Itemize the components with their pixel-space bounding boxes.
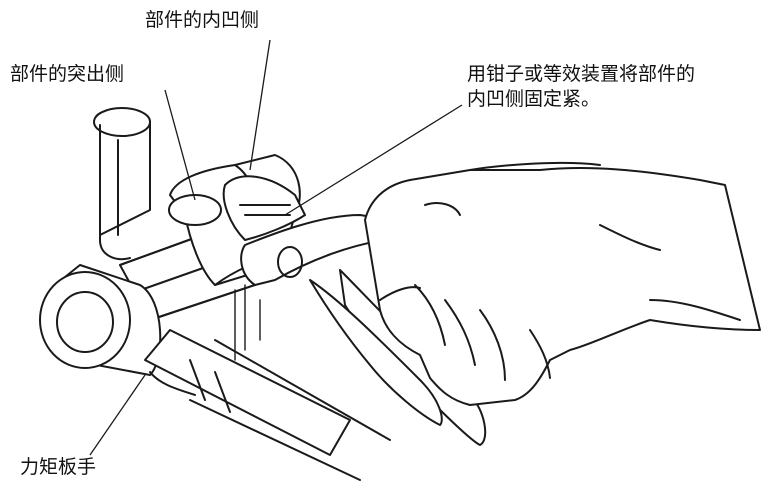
- instruction-line-1: 用钳子或等效装置将部件的: [467, 63, 696, 85]
- label-concave-side: 部件的内凹侧: [145, 9, 260, 31]
- label-torque-wrench: 力矩板手: [20, 456, 97, 478]
- pliers: [222, 175, 487, 446]
- hand: [364, 161, 761, 406]
- instruction-line-2: 内凹侧固定紧。: [467, 88, 601, 110]
- vertical-pipe: [93, 107, 151, 260]
- torque-wrench: [39, 264, 391, 481]
- label-protruding-side: 部件的突出侧: [10, 63, 125, 85]
- label-leaders: [89, 39, 463, 456]
- label-instruction: 用钳子或等效装置将部件的 内凹侧固定紧。: [467, 62, 695, 112]
